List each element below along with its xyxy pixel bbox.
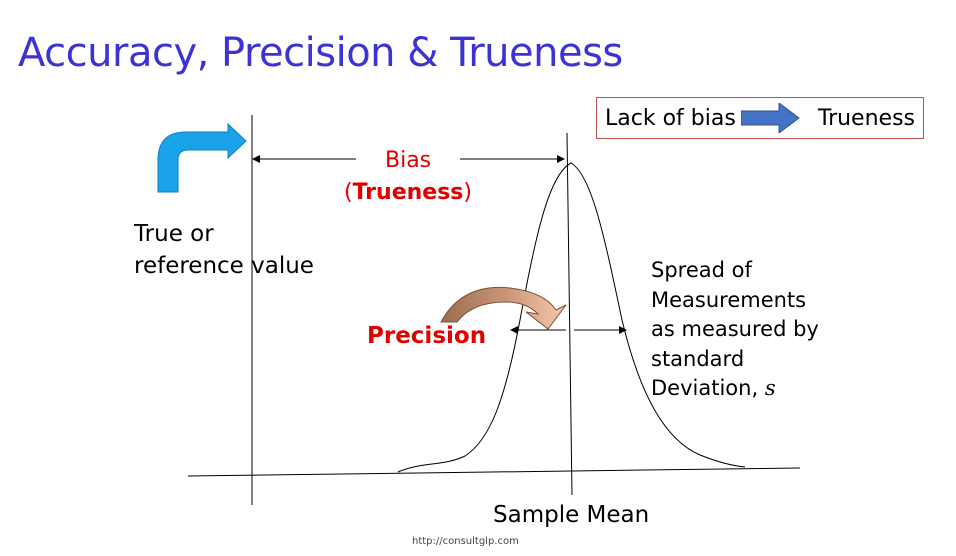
slide-title: Accuracy, Precision & Trueness <box>18 30 623 76</box>
trueness-close-paren: ) <box>463 180 472 205</box>
true-reference-line1: True or <box>134 221 214 247</box>
spread-label: Spread of Measurements as measured by st… <box>651 256 819 404</box>
sample-mean-label: Sample Mean <box>493 502 650 528</box>
true-reference-label: True or reference value <box>134 218 314 282</box>
legend-lack-of-bias: Lack of bias <box>605 106 736 131</box>
curved-arrow-icon <box>440 286 567 330</box>
spread-arrow-left <box>510 326 566 334</box>
std-dev-symbol: s <box>764 376 776 400</box>
spread-arrow-right <box>574 326 627 334</box>
bias-arrow-right <box>460 155 565 163</box>
legend-trueness: Trueness <box>817 106 915 131</box>
trueness-label: (Trueness) <box>344 180 472 205</box>
bent-arrow-icon <box>157 122 247 193</box>
spread-line2: Measurements <box>651 287 807 312</box>
spread-line4: standard <box>651 346 745 371</box>
distribution-curve <box>397 162 746 473</box>
bias-arrow-left <box>252 155 356 163</box>
true-reference-line2: reference value <box>134 253 314 279</box>
spread-line5-text: Deviation, <box>651 376 759 400</box>
baseline-axis <box>187 467 801 477</box>
source-url: http://consultglp.com <box>412 536 519 547</box>
legend-box: Lack of bias Trueness <box>596 97 924 139</box>
sample-mean-line <box>566 132 573 496</box>
bias-label: Bias <box>385 148 432 173</box>
trueness-text: Trueness <box>352 180 464 205</box>
spread-line1: Spread of <box>651 258 752 282</box>
spread-line5: Deviation, s <box>651 374 819 404</box>
precision-label: Precision <box>367 323 487 349</box>
right-arrow-icon <box>741 103 800 133</box>
trueness-open-paren: ( <box>344 180 353 205</box>
spread-line3: as measured by <box>651 317 819 341</box>
